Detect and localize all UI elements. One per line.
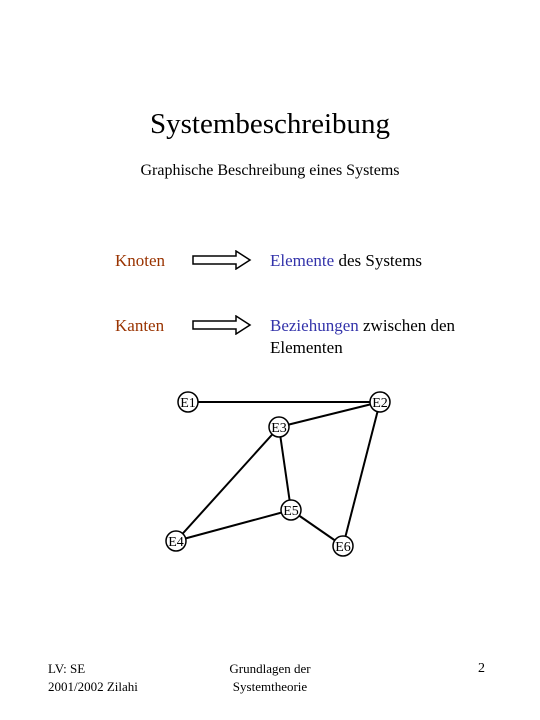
- graph-node-label: E1: [180, 396, 196, 411]
- graph-node-label: E2: [372, 396, 388, 411]
- meaning-knoten: Elemente des Systems: [270, 251, 422, 271]
- meaning-highlight: Elemente: [270, 251, 335, 270]
- slide-subtitle: Graphische Beschreibung eines Systems: [140, 162, 400, 179]
- footer-course: LV: SE: [48, 661, 86, 676]
- graph-node-label: E6: [335, 540, 351, 555]
- footer-topic-line2: Systemtheorie: [232, 679, 308, 694]
- graph-node-e4: [165, 530, 187, 552]
- page-number: 2: [478, 661, 485, 676]
- term-kanten: Kanten: [115, 316, 165, 335]
- footer-topic-line1: Grundlagen der: [229, 661, 311, 676]
- graph-node-label: E5: [283, 504, 299, 519]
- graph-edge-e3-e4: [175, 426, 280, 542]
- graph-node-label: E3: [271, 421, 287, 436]
- graph-node-e3: [268, 416, 290, 438]
- term-knoten: Knoten: [115, 251, 166, 270]
- meaning-kanten-line2: Elementen: [270, 338, 343, 357]
- graph-node-e1: [177, 391, 199, 413]
- meaning-highlight: Beziehungen: [270, 316, 359, 335]
- footer-term-author: 2001/2002 Zilahi: [48, 679, 138, 694]
- arrow-right-icon: [192, 315, 252, 335]
- graph-edge-e2-e3: [278, 401, 381, 428]
- graph-edge-e2-e6: [342, 401, 381, 547]
- graph-node-e2: [369, 391, 391, 413]
- meaning-rest: des Systems: [334, 251, 423, 270]
- graph-edge-e3-e5: [278, 426, 292, 511]
- graph-edge-e4-e5: [175, 509, 292, 542]
- graph-node-e5: [280, 499, 302, 521]
- meaning-rest: zwischen den: [358, 316, 456, 335]
- slide-title: Systembeschreibung: [149, 108, 390, 140]
- graph-node-label: E4: [168, 535, 184, 550]
- arrow-right-icon: [192, 250, 252, 270]
- meaning-kanten: Beziehungen zwischen den: [270, 316, 455, 336]
- graph-node-e6: [332, 535, 354, 557]
